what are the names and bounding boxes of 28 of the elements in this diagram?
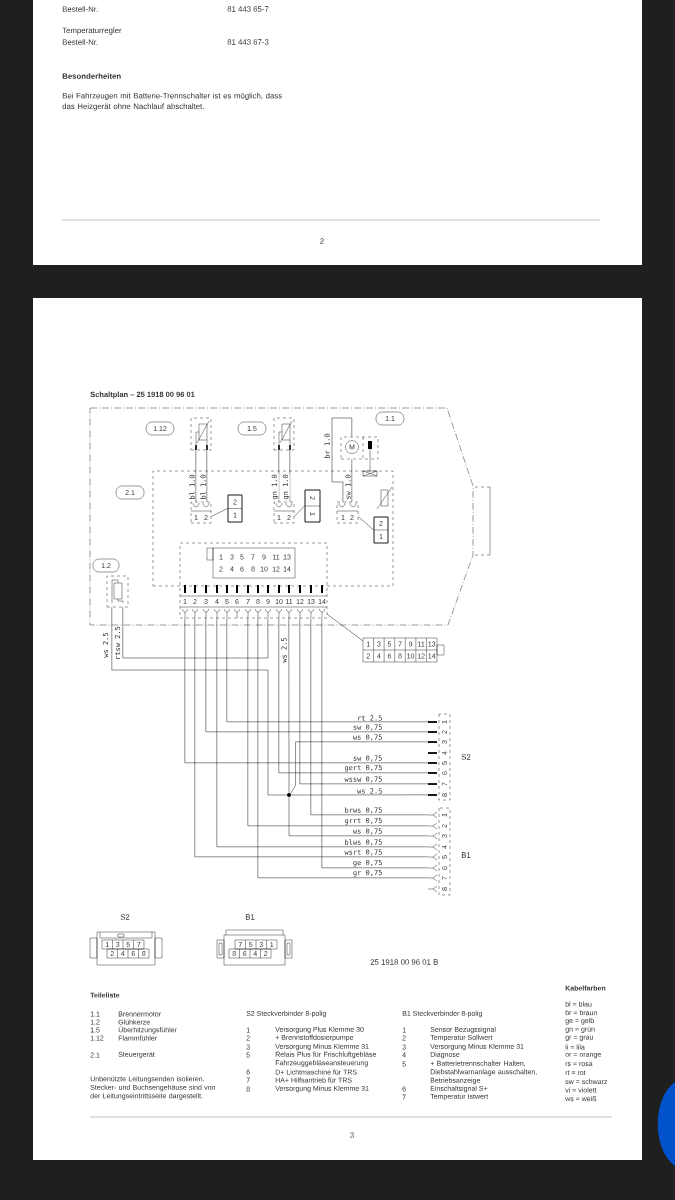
wire: [122, 607, 269, 659]
wire: [111, 607, 288, 796]
wire: [288, 797, 429, 837]
wire: [351, 459, 353, 503]
sensor-symbol: [190, 417, 212, 451]
wire: [184, 618, 429, 764]
leader-line: [293, 505, 305, 517]
wire: [206, 450, 208, 503]
wire: [257, 618, 429, 879]
wire: [288, 618, 290, 794]
wire: [278, 618, 429, 774]
control-unit-box: [152, 470, 394, 587]
wire: [205, 618, 429, 733]
wire: [226, 618, 429, 723]
wire: [321, 618, 429, 869]
glow-plug-symbol: [106, 575, 129, 608]
wire: [331, 417, 353, 503]
sensor-symbol: [273, 417, 295, 451]
wire: [310, 618, 429, 816]
wire: [247, 618, 429, 827]
wire: [290, 794, 429, 796]
leader-line: [326, 614, 364, 642]
wire: [195, 450, 197, 503]
leader-line: [210, 508, 228, 517]
wire: [299, 618, 429, 785]
leader-line: [357, 516, 374, 531]
heater-outline: [89, 407, 491, 626]
wire: [290, 741, 429, 794]
